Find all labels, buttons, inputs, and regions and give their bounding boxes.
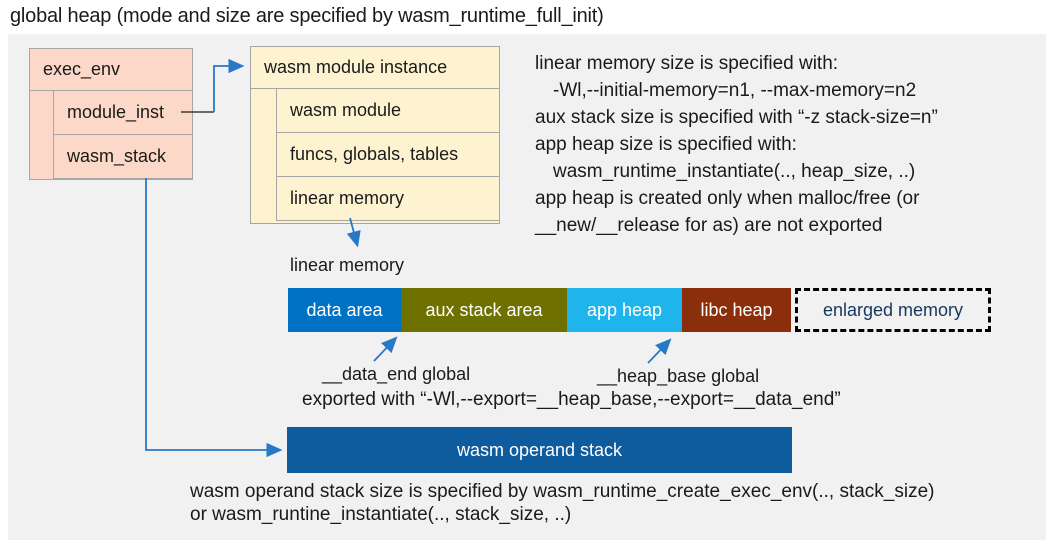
- exported-with-label: exported with “-Wl,--export=__heap_base,…: [302, 389, 841, 410]
- note-line: __new/__release for as) are not exported: [535, 215, 883, 236]
- footer-line-1: wasm operand stack size is specified by …: [190, 481, 935, 502]
- diagram-title: global heap (mode and size are specified…: [10, 5, 604, 27]
- note-line: -Wl,--initial-memory=n1, --max-memory=n2: [553, 80, 917, 101]
- exec-env-body: module_inst wasm_stack: [53, 91, 192, 179]
- segment-libc-heap: libc heap: [682, 288, 791, 332]
- note-line: aux stack size is specified with “-z sta…: [535, 107, 938, 128]
- exec-env-box: exec_env module_inst wasm_stack: [29, 48, 193, 180]
- linear-memory-label: linear memory: [290, 255, 405, 275]
- exec-env-row-wasm-stack: wasm_stack: [54, 135, 192, 179]
- segment-app-heap: app heap: [567, 288, 682, 332]
- module-instance-row-wasm-module: wasm module: [277, 89, 499, 133]
- segment-aux-stack-area: aux stack area: [401, 288, 567, 332]
- exec-env-row-module-inst: module_inst: [54, 91, 192, 135]
- segment-data-area: data area: [288, 288, 401, 332]
- module-instance-row-funcs-globals-tables: funcs, globals, tables: [277, 133, 499, 177]
- note-line: linear memory size is specified with:: [535, 53, 839, 74]
- module-instance-body: wasm module funcs, globals, tables linea…: [276, 89, 499, 221]
- note-line: app heap size is specified with:: [535, 134, 797, 155]
- note-line: app heap is created only when malloc/fre…: [535, 188, 920, 209]
- note-line: wasm_runtime_instantiate(.., heap_size, …: [553, 161, 916, 182]
- exec-env-title: exec_env: [30, 49, 192, 91]
- footer-line-2: or wasm_runtine_instantiate(.., stack_si…: [190, 504, 572, 525]
- module-instance-row-linear-memory: linear memory: [277, 177, 499, 221]
- module-instance-box: wasm module instance wasm module funcs, …: [250, 46, 500, 224]
- notes-right: linear memory size is specified with: -W…: [535, 50, 938, 239]
- wasm-operand-stack-bar: wasm operand stack: [287, 427, 792, 473]
- data-end-global-label: __data_end global: [322, 364, 471, 384]
- linear-memory-bar: data area aux stack area app heap libc h…: [288, 288, 998, 332]
- segment-enlarged-memory: enlarged memory: [795, 288, 991, 332]
- module-instance-title: wasm module instance: [251, 47, 499, 89]
- heap-base-global-label: __heap_base global: [597, 366, 760, 386]
